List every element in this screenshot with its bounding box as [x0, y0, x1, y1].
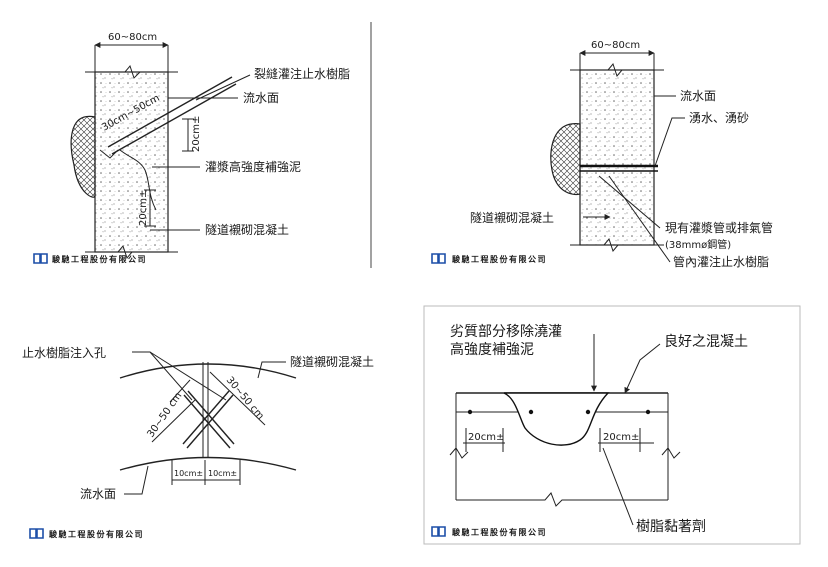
leader-pipe [598, 175, 661, 229]
label-remove-1: 劣質部分移除澆灌 [450, 324, 562, 340]
injection-pipe [107, 76, 233, 148]
label-injection-hole: 止水樹脂注入孔 [22, 345, 106, 360]
label-pipe-size: (38mmø鋼管) [665, 238, 731, 251]
label-repair-mortar: 灌漿高強度補強泥 [205, 159, 301, 174]
diagram-cross-drilling: 30~50 cm 30~50 cm 10cm± 10cm± 止水樹脂注入孔 隧道… [22, 345, 374, 539]
logo-icon [431, 526, 446, 537]
dim-20-b: 20cm± [603, 432, 639, 443]
spacing-dim-b [209, 371, 266, 426]
logo-icon [29, 528, 44, 539]
company-name: 駿馳工程股份有限公司 [52, 254, 147, 264]
leader-injection-hole-2 [149, 351, 227, 401]
label-pipe-fill: 管內灌注止水樹脂 [673, 254, 769, 269]
label-seepage: 湧水、湧砂 [689, 111, 749, 125]
lining-concrete-slab [579, 69, 655, 246]
injection-hole-b [186, 394, 234, 449]
company-logo-bottom-left: 駿馳工程股份有限公司 [29, 528, 144, 539]
crack-line [119, 149, 157, 211]
dim-10-b: 10cm± [208, 469, 237, 478]
leader-seepage [654, 117, 685, 167]
diagram-pipe-injection: 60~80cm 流水面 湧水、湧砂 隧道襯砌混凝土 現有灌漿管或排氣管 (38m… [431, 40, 773, 269]
repair-cavity [503, 392, 610, 446]
diagram-slab-repair: 20cm± 20cm± 劣質部分移除澆灌 高強度補強泥 良好之混凝土 樹脂黏著劑… [423, 305, 801, 545]
leader-adhesive [602, 447, 634, 526]
rebar-dot [528, 409, 534, 415]
label-lining: 隧道襯砌混凝土 [470, 210, 554, 225]
width-dimension-label: 60~80cm [108, 32, 157, 43]
width-dimension-label: 60~80cm [591, 40, 640, 51]
lining-concrete-slab [94, 71, 169, 253]
label-lining: 隧道襯砌混凝土 [290, 354, 374, 369]
dim-20-upper: 20cm± [191, 116, 202, 152]
label-adhesive: 樹脂黏著劑 [636, 518, 706, 535]
company-name: 駿馳工程股份有限公司 [49, 529, 144, 539]
repair-bulge [70, 115, 96, 198]
dim-20-lower: 20cm± [138, 190, 149, 226]
break-line-top [85, 64, 178, 79]
dim-20-a: 20cm± [468, 432, 504, 443]
label-remove-2: 高強度補強泥 [450, 341, 534, 358]
label-waterline: 流水面 [243, 91, 279, 105]
company-name: 駿馳工程股份有限公司 [452, 254, 547, 264]
rebar-dot [585, 409, 591, 415]
label-lining: 隧道襯砌混凝土 [205, 222, 289, 237]
leader-waterline [124, 465, 149, 495]
repair-bulge [550, 123, 581, 196]
break-line-bottom [85, 244, 178, 260]
diagram-crack-injection: 60~80cm 30cm~50cm 20cm± 20cm± 裂縫灌注止水樹脂 流… [33, 32, 350, 264]
rebar-dot [467, 409, 473, 415]
injection-hole-a [183, 394, 231, 449]
spacing-dim-a [151, 399, 196, 443]
leader-lining [257, 361, 286, 379]
company-logo-top-right: 駿馳工程股份有限公司 [431, 253, 547, 264]
break-line-bottom [570, 237, 664, 253]
label-pipe: 現有灌漿管或排氣管 [665, 220, 773, 235]
leader-crack-injection [195, 74, 251, 101]
logo-icon [431, 253, 446, 264]
leader-pipe-fill [608, 175, 671, 263]
company-name: 駿馳工程股份有限公司 [452, 527, 547, 537]
label-waterline: 流水面 [680, 89, 716, 103]
spacing-label-a: 30~50 cm [145, 391, 184, 440]
leader-good-concrete [624, 343, 661, 394]
company-logo-bottom-right: 駿馳工程股份有限公司 [431, 526, 547, 537]
label-waterline: 流水面 [80, 487, 116, 501]
label-good-concrete: 良好之混凝土 [664, 334, 748, 350]
logo-icon [33, 253, 48, 264]
dim-10-a: 10cm± [174, 469, 203, 478]
break-line-top [570, 62, 664, 78]
label-crack-injection: 裂縫灌注止水樹脂 [254, 66, 350, 81]
rebar-dot [645, 409, 651, 415]
company-logo-top-left: 駿馳工程股份有限公司 [33, 253, 147, 264]
panel-frame [423, 305, 801, 545]
slab-break-bottom [456, 492, 668, 507]
